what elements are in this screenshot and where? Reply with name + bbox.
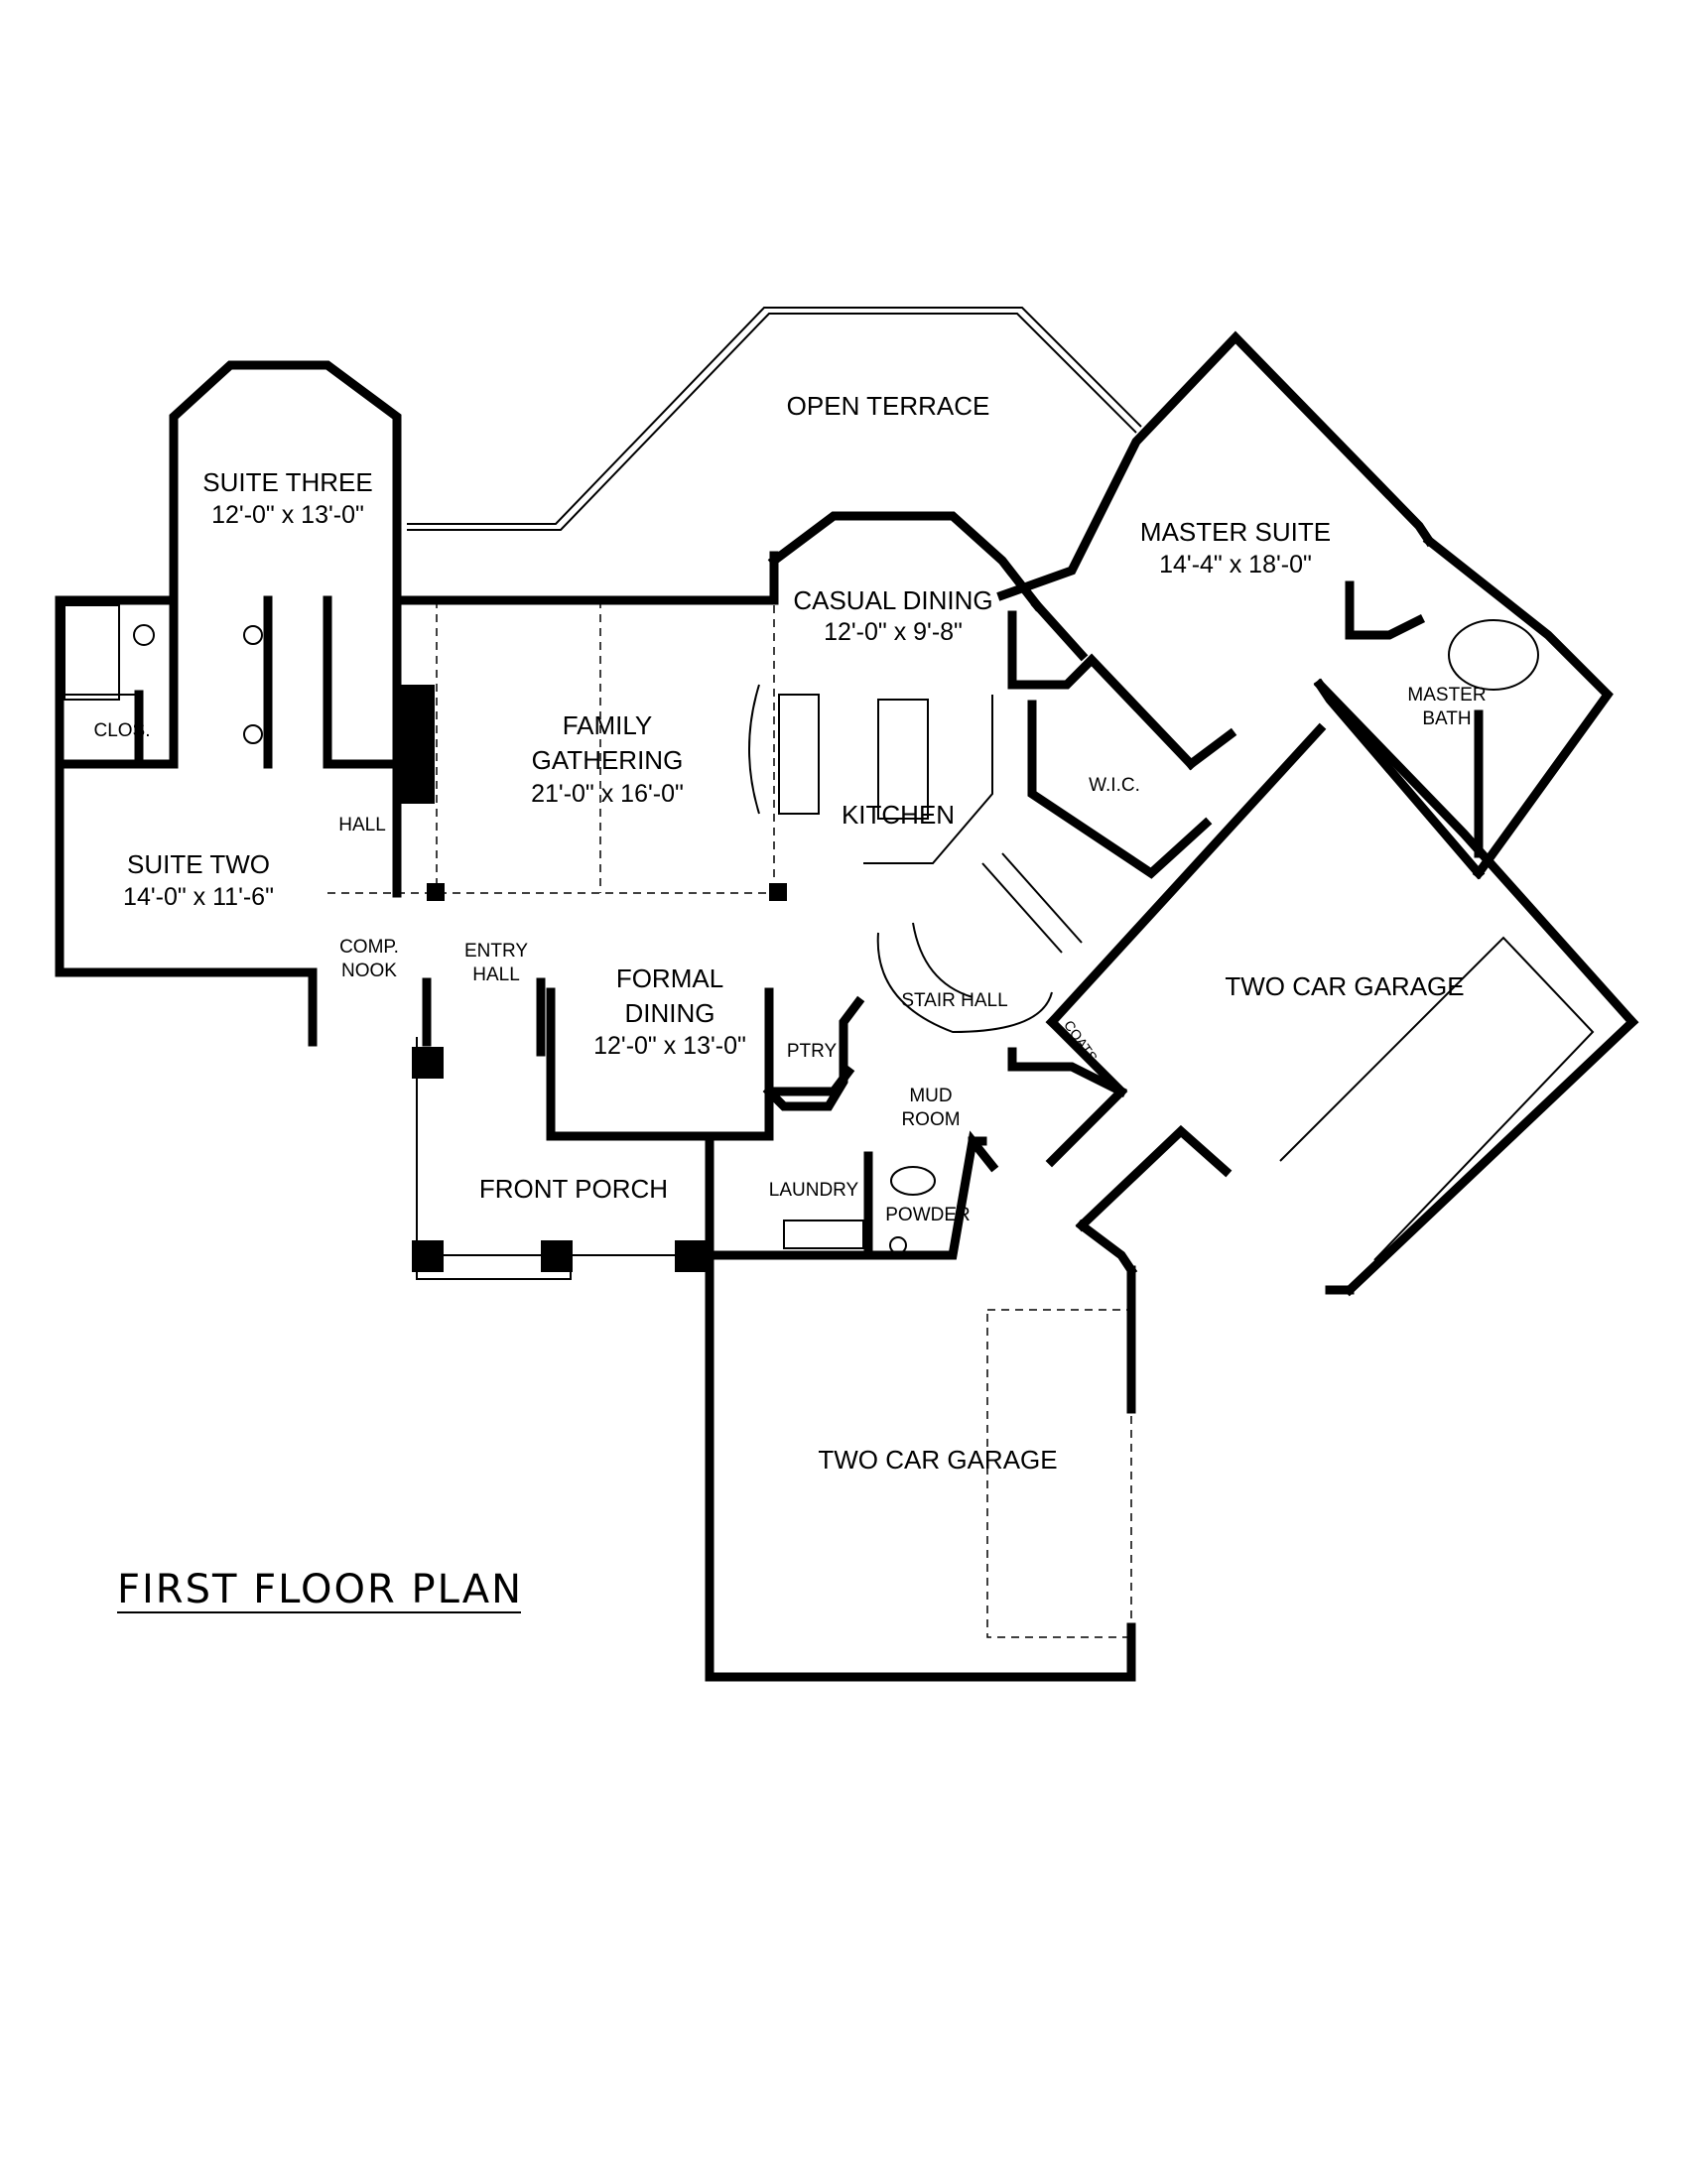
wic-label: W.I.C. (1089, 775, 1140, 796)
casual-dining-dim: 12'-0" x 9'-8" (824, 618, 963, 646)
plan-title: FIRST FLOOR PLAN (117, 1567, 523, 1612)
two-car-garage-bottom-label: TWO CAR GARAGE (818, 1445, 1057, 1475)
closet-label: CLOS. (93, 720, 150, 741)
family-gathering-label-2: GATHERING (532, 745, 684, 775)
comp-nook-label-1: COMP. (339, 937, 399, 958)
suite-three-dim: 12'-0" x 13'-0" (211, 501, 364, 529)
powder-label: POWDER (885, 1205, 971, 1225)
suite-three-label: SUITE THREE (202, 467, 372, 497)
mud-room-label-2: ROOM (901, 1109, 960, 1130)
detail-lines (60, 307, 1595, 1638)
entry-hall-label-2: HALL (472, 964, 520, 985)
family-gathering-label-1: FAMILY (563, 710, 653, 740)
pantry-label: PTRY (787, 1041, 838, 1062)
suite-two-dim: 14'-0" x 11'-6" (123, 883, 274, 911)
formal-dining-dim: 12'-0" x 13'-0" (593, 1032, 746, 1060)
porch-posts (412, 883, 787, 1272)
two-car-garage-right-label: TWO CAR GARAGE (1225, 971, 1464, 1001)
open-terrace-label: OPEN TERRACE (787, 391, 990, 421)
formal-dining-label-2: DINING (625, 998, 715, 1028)
hall-label: HALL (338, 815, 386, 835)
suite-two-label: SUITE TWO (127, 849, 270, 879)
master-suite-dim: 14'-4" x 18'-0" (1159, 551, 1312, 578)
master-suite-label: MASTER SUITE (1140, 517, 1331, 547)
formal-dining-label-1: FORMAL (616, 964, 723, 993)
master-bath-label-1: MASTER (1407, 685, 1486, 706)
entry-hall-label-1: ENTRY (464, 941, 528, 962)
stair-hall-label: STAIR HALL (901, 990, 1007, 1011)
kitchen-label: KITCHEN (842, 800, 955, 830)
room-labels: OPEN TERRACE SUITE THREE 12'-0" x 13'-0"… (93, 391, 1486, 1475)
casual-dining-label: CASUAL DINING (793, 585, 992, 615)
laundry-label: LAUNDRY (769, 1180, 859, 1201)
comp-nook-label-2: NOOK (341, 961, 397, 981)
master-bath-label-2: BATH (1422, 708, 1471, 729)
walls (55, 330, 1639, 1682)
mud-room-label-1: MUD (909, 1086, 952, 1106)
family-gathering-dim: 21'-0" x 16'-0" (531, 780, 684, 808)
front-porch-label: FRONT PORCH (479, 1174, 668, 1204)
